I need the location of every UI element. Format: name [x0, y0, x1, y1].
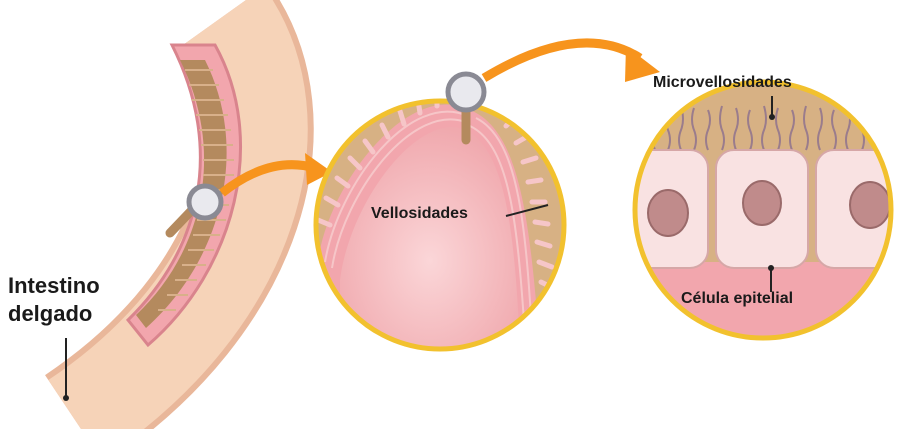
- vellosidades-label: Vellosidades: [371, 205, 468, 223]
- nucleus: [743, 181, 781, 225]
- arrow-2: [484, 43, 660, 82]
- nucleus: [648, 190, 688, 236]
- celula-epitelial-label: Célula epitelial: [681, 290, 793, 308]
- intestino-label: Intestino delgado: [8, 272, 100, 328]
- cells-circle: [620, 82, 910, 352]
- intestino-label-line2: delgado: [8, 300, 100, 328]
- nucleus: [850, 182, 890, 228]
- microvellosidades-label: Microvellosidades: [653, 74, 792, 92]
- intestino-label-line1: Intestino: [8, 272, 100, 300]
